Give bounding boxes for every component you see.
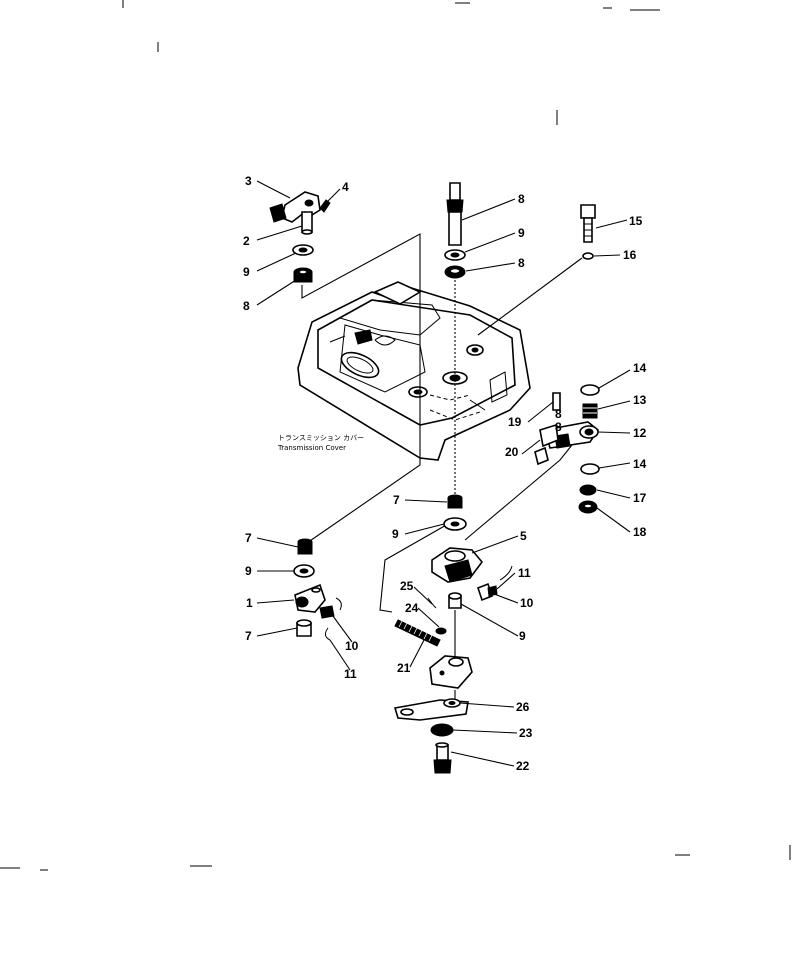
scan-specks (0, 0, 791, 871)
callout-9: 9 (243, 265, 250, 279)
callout-19: 19 (508, 415, 522, 429)
cotter-pin-part-11-right (499, 565, 513, 581)
callout-24: 24 (405, 601, 419, 615)
callout-8: 8 (243, 299, 250, 313)
callout-22: 22 (516, 759, 530, 773)
callout-7: 7 (245, 629, 252, 643)
lever-part-12 (543, 421, 600, 449)
bushing-part-8-left-top (293, 267, 313, 283)
washer-part-14-lower (580, 463, 600, 475)
washer-part-18 (578, 500, 598, 514)
callout-15: 15 (629, 214, 643, 228)
housing-label-en: Transmission Cover (277, 444, 346, 452)
washer-part-14-upper (580, 384, 600, 396)
link-part-20 (534, 423, 559, 466)
pin-part-4 (319, 199, 331, 213)
housing-label-jp: トランスミッション カバー (278, 434, 364, 442)
callout-9: 9 (392, 527, 399, 541)
callout-10: 10 (520, 596, 534, 610)
washer-part-16 (582, 252, 594, 260)
callout-3: 3 (245, 174, 252, 188)
bolt-part-22 (433, 742, 452, 774)
bushing-part-8-top (444, 265, 466, 279)
callout-11: 11 (518, 566, 531, 580)
assembly-lines (301, 233, 583, 710)
callout-11: 11 (344, 667, 357, 681)
cotter-pin-part-11-left (324, 597, 342, 641)
callout-14: 14 (633, 457, 647, 471)
callout-12: 12 (633, 426, 647, 440)
washer-part-9-center (443, 517, 467, 531)
spring-part-21 (394, 619, 441, 647)
callout-26: 26 (516, 700, 530, 714)
callout-9: 9 (245, 564, 252, 578)
callout-21: 21 (397, 661, 411, 675)
washer-part-9-left (293, 564, 315, 578)
washer-part-9-top (444, 249, 466, 261)
callout-14: 14 (633, 361, 647, 375)
callout-13: 13 (633, 393, 647, 407)
washer-part-23 (430, 723, 454, 737)
lever-part-1 (294, 583, 326, 613)
bushing-part-7-left (297, 538, 313, 555)
callout-20: 20 (505, 445, 519, 459)
callout-numbers: 3 4 2 9 8 8 9 8 15 16 14 13 12 14 17 18 … (243, 174, 647, 773)
callout-5: 5 (520, 529, 527, 543)
bolt-part-10-right (477, 582, 498, 602)
bracket-lower (429, 655, 473, 689)
lever-part-2 (281, 191, 321, 235)
callout-2: 2 (243, 234, 250, 248)
callout-9: 9 (518, 226, 525, 240)
callout-8: 8 (518, 192, 525, 206)
callout-9: 9 (519, 629, 526, 643)
callout-16: 16 (623, 248, 637, 262)
callout-4: 4 (342, 180, 349, 194)
washer-part-9-left-top (292, 244, 314, 256)
bushing-part-7-center (447, 494, 463, 509)
callout-1: 1 (246, 596, 253, 610)
pin-part-19 (552, 392, 561, 411)
callout-7: 7 (245, 531, 252, 545)
bushing-part-9-lower (448, 592, 462, 609)
bolt-part-15 (580, 204, 596, 243)
callout-leaders (256, 180, 631, 767)
callout-7: 7 (393, 493, 400, 507)
callout-18: 18 (633, 525, 647, 539)
nut-part-24 (435, 627, 447, 635)
spring-part-13 (582, 403, 598, 419)
shaft-part-8-top (446, 182, 464, 246)
callout-17: 17 (633, 491, 647, 505)
callout-23: 23 (519, 726, 533, 740)
callout-25: 25 (400, 579, 414, 593)
nut-part-17 (579, 484, 597, 496)
callout-8: 8 (555, 420, 562, 434)
pin-part-25 (427, 597, 437, 609)
bushing-part-7-left-lower (296, 619, 312, 637)
bolt-part-3 (269, 203, 287, 223)
lever-part-5 (431, 547, 484, 583)
bolt-part-10-left (319, 605, 335, 619)
callout-8: 8 (518, 256, 525, 270)
plate-part-26 (393, 698, 469, 721)
callout-8: 8 (555, 407, 562, 421)
callout-10: 10 (345, 639, 359, 653)
transmission-cover-housing (297, 281, 531, 461)
